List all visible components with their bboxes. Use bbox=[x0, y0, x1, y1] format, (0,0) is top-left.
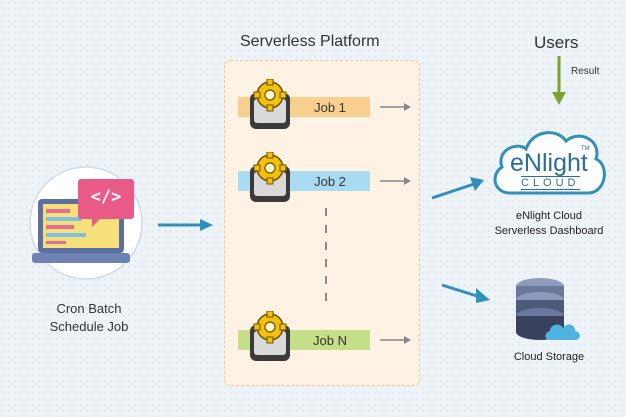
dashboard-caption-line2: Serverless Dashboard bbox=[494, 225, 604, 237]
job-2-label: Job 2 bbox=[314, 173, 346, 189]
dashboard-caption: eNlight Cloud Serverless Dashboard bbox=[480, 209, 618, 239]
job-n-gear-icon bbox=[250, 311, 290, 361]
jobs-ellipsis-connector bbox=[325, 208, 327, 304]
cron-caption: Cron Batch Schedule Job bbox=[26, 300, 152, 336]
platform-to-storage-arrow bbox=[441, 283, 490, 303]
laptop-code-icon bbox=[29, 166, 143, 280]
result-arrow bbox=[552, 56, 566, 105]
enlight-logo-text: eNlight bbox=[510, 149, 588, 177]
job-n-label: Job N bbox=[313, 332, 347, 348]
dashboard-caption-line1: eNlight Cloud bbox=[515, 210, 583, 222]
platform-to-dashboard-arrow bbox=[431, 177, 484, 200]
users-title: Users bbox=[534, 33, 579, 52]
job-1-gear-icon bbox=[250, 79, 290, 129]
cron-caption-line2: Schedule Job bbox=[49, 319, 129, 334]
cron-caption-line1: Cron Batch bbox=[56, 301, 122, 316]
cloud-storage-icon bbox=[516, 278, 580, 340]
storage-caption: Cloud Storage bbox=[513, 351, 585, 363]
job-1-arrow bbox=[380, 103, 411, 111]
job-2-arrow bbox=[380, 177, 411, 185]
job-n-arrow bbox=[380, 336, 411, 344]
job-1-label: Job 1 bbox=[314, 99, 346, 115]
enlight-cloud-icon bbox=[493, 131, 606, 195]
enlight-logo-tm: TM bbox=[581, 146, 590, 152]
code-symbol: </> bbox=[90, 187, 122, 207]
job-2-gear-icon bbox=[250, 152, 290, 202]
platform-title: Serverless Platform bbox=[240, 33, 380, 50]
result-label: Result bbox=[571, 66, 600, 77]
enlight-logo-sub: CLOUD bbox=[521, 176, 580, 190]
cron-to-platform-arrow bbox=[158, 219, 213, 231]
